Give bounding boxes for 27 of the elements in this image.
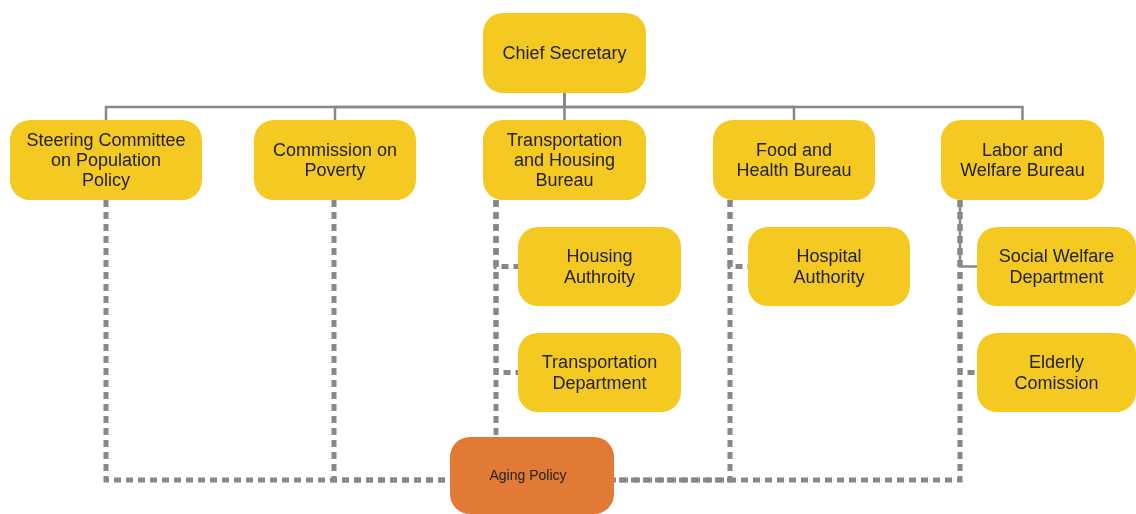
box-label: Steering Committee on Population Policy bbox=[26, 129, 186, 191]
box-label: Hospital Authority bbox=[792, 246, 866, 287]
box-label: Commission on Poverty bbox=[271, 139, 398, 181]
org-box bbox=[10, 120, 202, 200]
box-label: Chief Secretary bbox=[502, 42, 627, 64]
org-box bbox=[518, 333, 681, 412]
org-box bbox=[941, 120, 1104, 200]
box-label: Elderly Comission bbox=[1013, 352, 1100, 393]
org-box bbox=[518, 227, 681, 306]
box-label: Labor and Welfare Bureau bbox=[959, 139, 1086, 181]
org-box bbox=[254, 120, 416, 200]
org-box bbox=[977, 333, 1136, 412]
box-label: Aging Policy bbox=[489, 467, 568, 484]
box-label: Food and Health Bureau bbox=[735, 139, 853, 181]
focus-box bbox=[450, 437, 614, 514]
org-box bbox=[483, 120, 646, 200]
org-box bbox=[713, 120, 875, 200]
dotted-connector bbox=[614, 200, 963, 483]
org-box bbox=[977, 227, 1136, 306]
box-label: Transportation Department bbox=[540, 352, 659, 393]
org-box bbox=[483, 13, 646, 93]
org-box bbox=[748, 227, 910, 306]
box-label: Social Welfare Department bbox=[997, 246, 1116, 287]
box-label: Transportation and Housing Bureau bbox=[505, 129, 624, 191]
box-label: Housing Authroity bbox=[562, 246, 636, 287]
connector-line bbox=[563, 93, 1024, 120]
dotted-connector bbox=[493, 200, 499, 437]
